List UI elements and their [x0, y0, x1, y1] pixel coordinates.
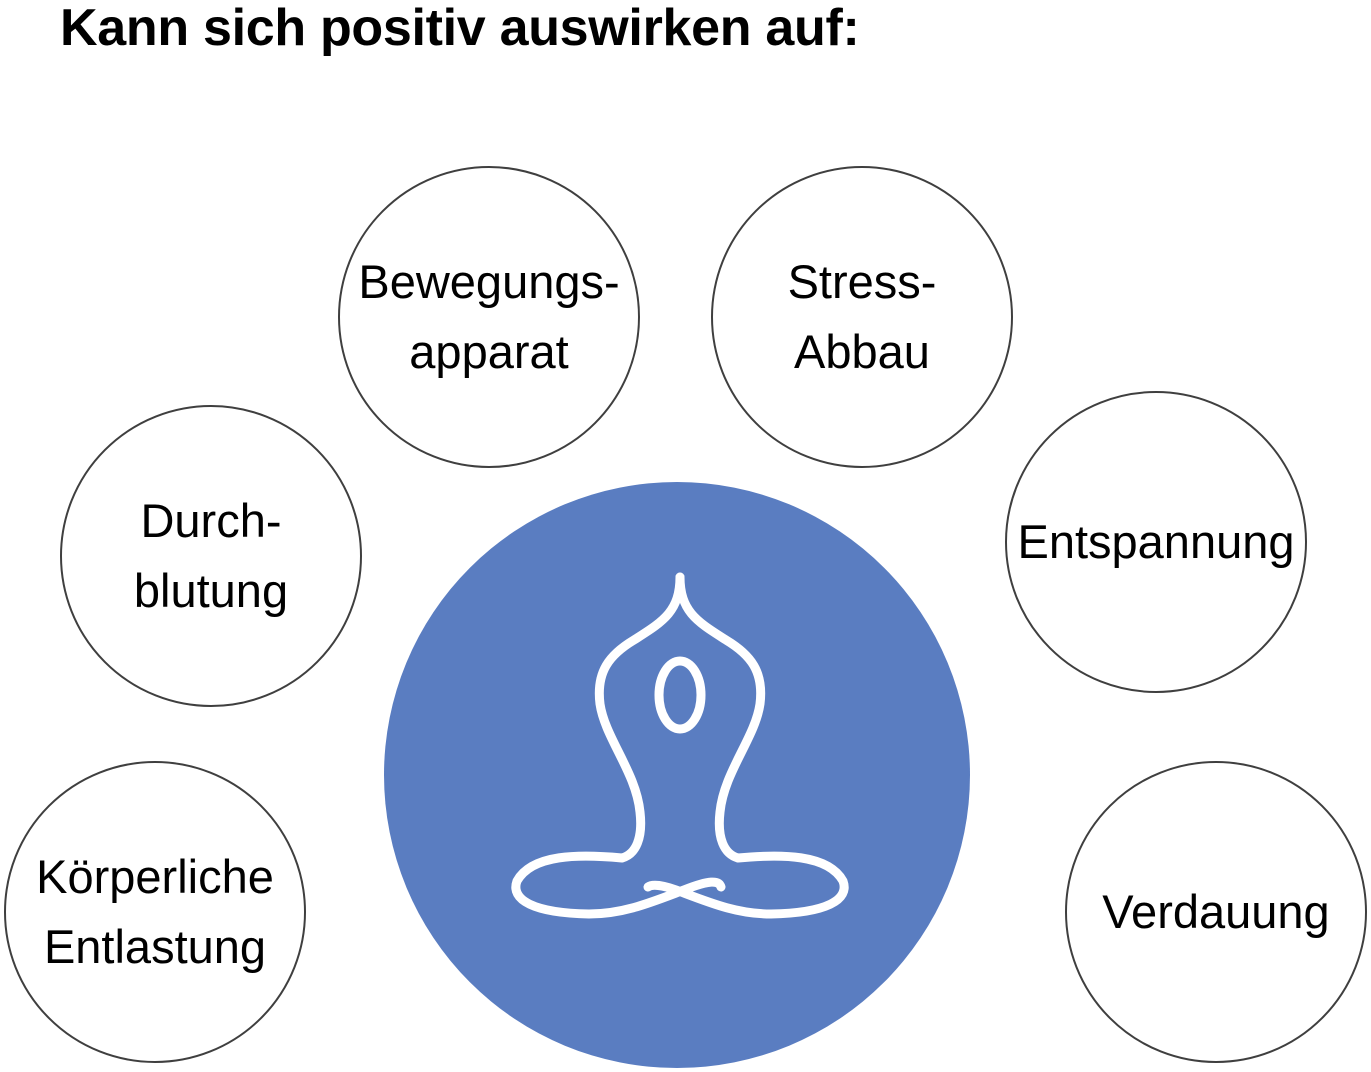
- bubble-label-line: Bewegungs-: [358, 255, 620, 308]
- meditation-figure-icon: [511, 572, 849, 919]
- bubble-label-line: Stress-: [787, 255, 937, 308]
- bubble-verdauung: Verdauung: [1065, 761, 1367, 1063]
- bubble-label: Entspannung: [1017, 507, 1294, 577]
- bubble-label-line: Körperliche: [36, 850, 274, 903]
- bubble-label-line: Entlastung: [43, 920, 267, 973]
- bubble-entspannung: Entspannung: [1005, 391, 1307, 693]
- page-title: Kann sich positiv auswirken auf:: [60, 0, 860, 57]
- bubble-label-line: blutung: [133, 564, 289, 617]
- bubble-label: Körperliche Entlastung: [36, 842, 274, 982]
- bubble-label-line: Entspannung: [1017, 515, 1295, 568]
- bubble-koerperliche-entlastung: Körperliche Entlastung: [4, 761, 306, 1063]
- bubble-label-line: Verdauung: [1102, 885, 1330, 938]
- bubble-bewegungsapparat: Bewegungs- apparat: [338, 166, 640, 468]
- bubble-label: Verdauung: [1102, 877, 1329, 947]
- bubble-label-line: Durch-: [140, 494, 282, 547]
- bubble-label: Stress- Abbau: [788, 247, 937, 387]
- bubble-label: Bewegungs- apparat: [358, 247, 619, 387]
- bubble-durchblutung: Durch- blutung: [60, 405, 362, 707]
- bubble-label-line: apparat: [409, 325, 569, 378]
- bubble-label-line: Abbau: [794, 325, 930, 378]
- center-circle: [384, 482, 970, 1068]
- bubble-label: Durch- blutung: [134, 486, 288, 626]
- bubble-stress-abbau: Stress- Abbau: [711, 166, 1013, 468]
